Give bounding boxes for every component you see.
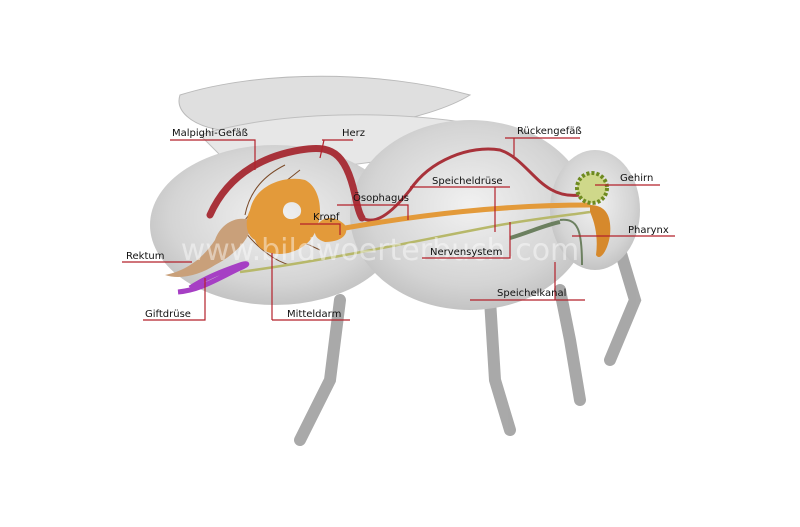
label-speichelkanal: Speichelkanal bbox=[497, 288, 566, 299]
label-malpighi: Malpighi-Gefäß bbox=[172, 128, 248, 139]
salivary-gland bbox=[509, 220, 561, 240]
label-mitteldarm: Mitteldarm bbox=[287, 309, 341, 320]
label-nervensystem: Nervensystem bbox=[430, 247, 502, 258]
brain bbox=[575, 171, 609, 205]
label-gehirn: Gehirn bbox=[620, 173, 653, 184]
salivary-duct bbox=[559, 218, 583, 266]
dorsal-vessel bbox=[361, 147, 581, 222]
pharynx bbox=[590, 205, 611, 258]
label-speicheldruese: Speicheldrüse bbox=[432, 176, 503, 187]
heart bbox=[206, 144, 366, 222]
leader-lines bbox=[122, 137, 675, 321]
label-giftdruese: Giftdrüse bbox=[145, 309, 191, 320]
nervous-system bbox=[239, 210, 591, 274]
oesophagus bbox=[344, 202, 591, 231]
label-pharynx: Pharynx bbox=[628, 225, 669, 236]
label-herz: Herz bbox=[342, 128, 365, 139]
label-kropf: Kropf bbox=[313, 212, 340, 223]
label-rektum: Rektum bbox=[126, 251, 164, 262]
label-rueckengefaess: Rückengefäß bbox=[517, 126, 582, 137]
venom-gland bbox=[177, 261, 250, 295]
rectum bbox=[165, 218, 251, 277]
legs bbox=[294, 244, 642, 446]
watermark: www.bildwoerterbuch.com bbox=[181, 233, 580, 268]
midgut bbox=[246, 178, 320, 255]
label-oesophagus: Ösophagus bbox=[353, 191, 409, 204]
